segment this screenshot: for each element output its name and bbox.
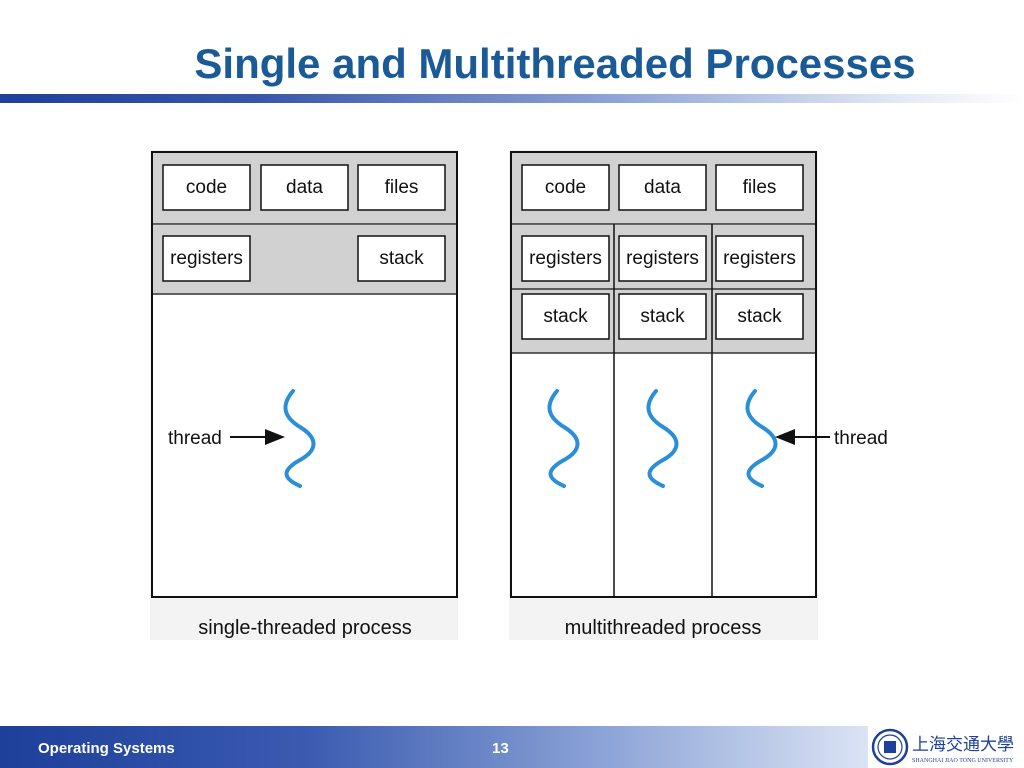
registers-label: registers: [170, 248, 243, 269]
stack-box: [521, 293, 610, 340]
single-caption: single-threaded process: [198, 617, 411, 639]
registers-box: [162, 235, 251, 282]
stack-label: stack: [640, 306, 685, 327]
stack-label: stack: [379, 248, 424, 269]
stack-box: [715, 293, 804, 340]
logo-english: SHANGHAI JIAO TONG UNIVERSITY: [912, 758, 1014, 764]
thread-icon: [547, 389, 580, 488]
slide-title: Single and Multithreaded Processes: [194, 40, 916, 87]
course-name: Operating Systems: [38, 740, 175, 757]
data-label: data: [644, 177, 681, 198]
stack-box: [357, 235, 446, 282]
thread-label: thread: [168, 428, 222, 449]
files-box: [357, 164, 446, 211]
registers-label: registers: [626, 248, 699, 269]
registers-label: registers: [529, 248, 602, 269]
files-label: files: [385, 177, 419, 198]
stack-box: [618, 293, 707, 340]
registers-box: [618, 235, 707, 282]
code-box: [162, 164, 251, 211]
logo-chinese: 上海交通大學: [912, 735, 1014, 755]
files-box: [715, 164, 804, 211]
registers-label: registers: [723, 248, 796, 269]
multi-caption: multithreaded process: [565, 617, 762, 639]
multithreaded-process: code data files registers registers regi…: [509, 150, 888, 640]
stack-label: stack: [543, 306, 588, 327]
thread-label: thread: [834, 428, 888, 449]
single-threaded-process: code data files registers stack thread s…: [150, 150, 458, 640]
data-label: data: [286, 177, 323, 198]
footer-bar: [0, 726, 1024, 768]
code-label: code: [186, 177, 227, 198]
title-rule: [0, 94, 1024, 103]
thread-icon: [646, 389, 679, 488]
data-box: [618, 164, 707, 211]
page-number: 13: [492, 740, 509, 757]
code-label: code: [545, 177, 586, 198]
university-logo: 上海交通大學 SHANGHAI JIAO TONG UNIVERSITY: [868, 726, 1024, 768]
data-box: [260, 164, 349, 211]
code-box: [521, 164, 610, 211]
registers-box: [715, 235, 804, 282]
stack-label: stack: [737, 306, 782, 327]
registers-box: [521, 235, 610, 282]
thread-icon: [283, 389, 316, 488]
files-label: files: [743, 177, 777, 198]
